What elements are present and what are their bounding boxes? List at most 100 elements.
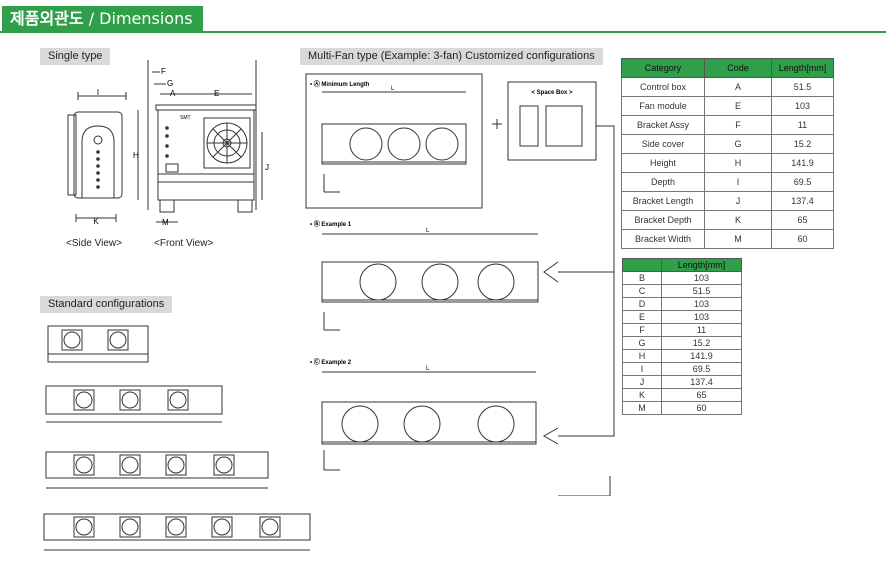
standard-config-drawings: [43, 325, 311, 551]
single-type-drawing: I K SMT L F G A E H J M: [67, 60, 269, 227]
cell: 141.9: [661, 349, 742, 363]
cell: 103: [771, 96, 834, 116]
cell: 11: [771, 115, 834, 135]
dim-I: I: [97, 88, 99, 97]
cell: M: [704, 229, 772, 249]
spec2-blank: [622, 258, 662, 272]
spec2-header: Length[mm]: [622, 258, 742, 272]
page-title: 제품외관도 / Dimensions: [2, 6, 203, 32]
cell: 51.5: [661, 284, 742, 298]
cell: G: [704, 134, 772, 154]
title-separator: /: [83, 9, 100, 28]
cell: 69.5: [661, 362, 742, 376]
dim-K: K: [93, 217, 99, 226]
dim-M-front: M: [162, 218, 169, 227]
cell: 51.5: [771, 77, 834, 97]
cell: H: [704, 153, 772, 173]
cell: Bracket Assy: [621, 115, 705, 135]
col-category: Category: [621, 58, 705, 78]
cell: K: [622, 388, 662, 402]
header-rule: [0, 31, 886, 33]
dim-L-b: L: [426, 228, 430, 234]
config-3fan: [45, 385, 223, 423]
dim-J-front: J: [265, 163, 269, 172]
cell: 15.2: [771, 134, 834, 154]
example-a-unit: [321, 91, 467, 193]
cell: Bracket Depth: [621, 210, 705, 230]
example-2-unit: [321, 371, 537, 471]
cell: C: [622, 284, 662, 298]
spec-table-header: Category Code Length[mm]: [621, 58, 834, 78]
example-b-label: • Ⓑ Example 1: [310, 220, 352, 228]
title-korean: 제품외관도: [10, 9, 84, 28]
cell: 103: [661, 297, 742, 311]
example-a-label: • Ⓐ Minimum Length: [310, 80, 370, 88]
title-english: Dimensions: [99, 9, 193, 28]
config-5fan: [43, 513, 311, 551]
dim-F-front: F: [161, 67, 166, 76]
dim-L-c: L: [426, 366, 430, 372]
example-1-unit: [321, 233, 539, 331]
cell: F: [704, 115, 772, 135]
space-box-label: < Space Box >: [531, 90, 573, 96]
cell: 65: [661, 388, 742, 402]
cell: D: [622, 297, 662, 311]
cell: Height: [621, 153, 705, 173]
cell: 65: [771, 210, 834, 230]
cell: A: [704, 77, 772, 97]
example-c-label: • Ⓒ Example 2: [310, 358, 352, 366]
cell: K: [704, 210, 772, 230]
cell: J: [622, 375, 662, 389]
brand-label-front: SMT: [180, 115, 191, 121]
col-length: Length[mm]: [771, 58, 834, 78]
cell: 15.2: [661, 336, 742, 350]
dim-E-front: E: [214, 89, 219, 98]
multi-fan-label: Multi-Fan type (Example: 3-fan) Customiz…: [300, 48, 603, 65]
dim-L-a: L: [391, 86, 395, 92]
dim-G-front: G: [167, 79, 173, 88]
cell: B: [622, 271, 662, 285]
cell: Control box: [621, 77, 705, 97]
cell: 141.9: [771, 153, 834, 173]
cell: G: [622, 336, 662, 350]
cell: 137.4: [661, 375, 742, 389]
spec2-col-length: Length[mm]: [661, 258, 742, 272]
front-view-caption: <Front View>: [154, 238, 214, 249]
col-code: Code: [704, 58, 772, 78]
cell: J: [704, 191, 772, 211]
cell: Side cover: [621, 134, 705, 154]
single-type-label: Single type: [40, 48, 111, 65]
cell: Bracket Length: [621, 191, 705, 211]
cell: 103: [661, 310, 742, 324]
cell: Bracket Width: [621, 229, 705, 249]
multi-fan-drawings: • Ⓐ Minimum Length • Ⓑ Example 1 • Ⓒ Exa…: [305, 73, 615, 496]
cell: I: [622, 362, 662, 376]
space-box-frame: [507, 81, 597, 161]
cell: 137.4: [771, 191, 834, 211]
cell: Fan module: [621, 96, 705, 116]
cell: Depth: [621, 172, 705, 192]
cell: E: [704, 96, 772, 116]
cell: 60: [661, 401, 742, 415]
